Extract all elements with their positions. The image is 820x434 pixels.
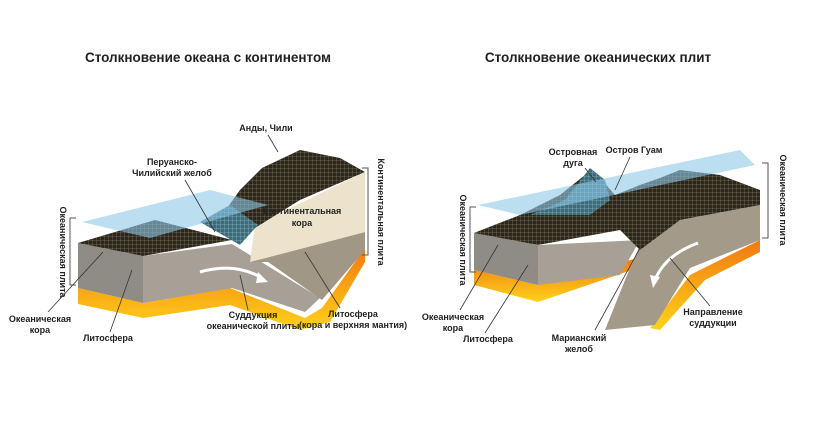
- svg-text:желоб: желоб: [564, 344, 593, 354]
- ocean-lithosphere-front: [143, 244, 320, 312]
- ocean-floor: [78, 220, 232, 256]
- left-labels: Анды, Чили Перуанско- Чилийский желоб Ко…: [9, 123, 407, 343]
- water-surface: [82, 190, 268, 238]
- magma-layer: [474, 258, 638, 302]
- label-trench: Перуанско-: [147, 157, 197, 167]
- label-subduction: Суддукция: [229, 310, 278, 320]
- svg-text:дуга: дуга: [563, 158, 584, 168]
- ocean-lithosphere-side: [78, 243, 143, 303]
- ocean-ocean-block: [474, 150, 760, 330]
- island-arc: [530, 168, 610, 215]
- svg-text:Чилийский желоб: Чилийский желоб: [132, 168, 212, 178]
- label-ocean-plate: Океаническая плита: [58, 207, 68, 299]
- label-guam: Остров Гуам: [606, 145, 663, 155]
- magma-layer: [78, 248, 365, 330]
- label-ocean-plate-right: Океаническая плита: [778, 155, 788, 247]
- svg-text:суддукции: суддукции: [689, 318, 736, 328]
- continental-lithosphere: [250, 232, 365, 300]
- subducting-plate: [605, 205, 760, 330]
- right-labels: Островная дуга Остров Гуам Океаническая …: [422, 145, 788, 354]
- label-andes: Анды, Чили: [239, 123, 292, 133]
- svg-text:кора: кора: [30, 325, 51, 335]
- continental-crust: [250, 172, 365, 262]
- label-ocean-plate-left: Океаническая плита: [458, 195, 468, 287]
- label-island-arc: Островная: [549, 147, 598, 157]
- ocean-continent-block: [78, 150, 365, 330]
- label-lithosphere: Литосфера: [463, 334, 514, 344]
- svg-text:кора: кора: [292, 218, 313, 228]
- label-lithosphere: Литосфера: [83, 333, 134, 343]
- water-surface: [478, 150, 755, 215]
- right-title: Столкновение океанических плит: [485, 50, 712, 65]
- subduction-arrow: [199, 266, 263, 280]
- subduction-direction-arrow: [653, 241, 699, 281]
- label-ocean-crust: Океаническая: [422, 312, 484, 322]
- label-cont-plate: Континентальная плита: [376, 158, 386, 266]
- sea-floor-relief: [474, 170, 760, 250]
- svg-text:кора: кора: [443, 323, 464, 333]
- subducting-magma: [650, 240, 760, 330]
- label-subduction-direction: Направление: [683, 307, 742, 317]
- label-lithosphere-mantle: Литосфера: [328, 309, 379, 319]
- lithosphere-front: [538, 240, 640, 285]
- svg-text:океанической плиты: океанической плиты: [207, 321, 300, 331]
- label-ocean-crust: Океаническая: [9, 314, 71, 324]
- left-title: Столкновение океана с континентом: [85, 50, 331, 65]
- svg-text:(кора и верхняя мантия): (кора и верхняя мантия): [299, 320, 407, 330]
- label-mariana-trench: Марианский: [552, 333, 607, 343]
- label-cont-crust: Континентальная: [263, 206, 342, 216]
- lithosphere-side: [474, 233, 538, 285]
